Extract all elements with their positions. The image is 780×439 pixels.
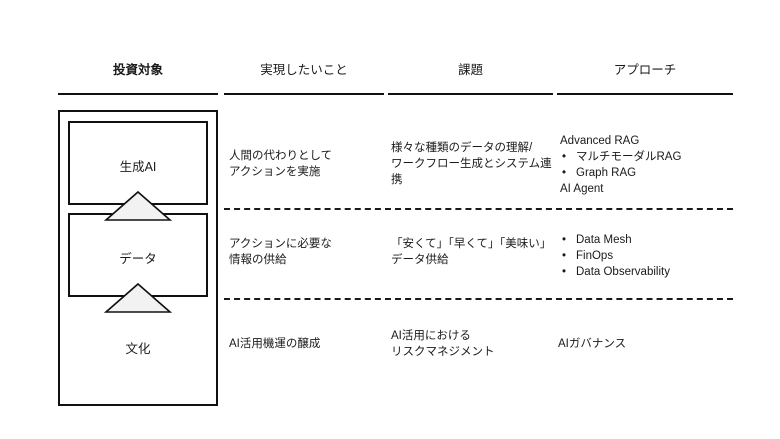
row-separator-2 — [224, 298, 733, 300]
row-separator-1 — [224, 208, 733, 210]
cell-bullet-line: FinOps — [560, 248, 740, 264]
cell-approach-row1: Advanced RAG マルチモーダルRAG Graph RAG AI Age… — [560, 133, 740, 197]
cell-approach-row3: AIガバナンス — [558, 336, 738, 352]
column-header-investment-target: 投資対象 — [112, 63, 163, 77]
cell-bullet-line: Data Mesh — [560, 232, 740, 248]
cell-goal-row3: AI活用機運の醸成 — [229, 336, 384, 352]
header-rule-col4 — [557, 93, 733, 95]
cell-goal-row2: アクションに必要な 情報の供給 — [229, 236, 384, 268]
column-header-issue: 課題 — [457, 63, 483, 77]
up-arrow-icon-data-to-generative-ai — [104, 190, 172, 221]
cell-line: 様々な種類のデータの理解/ — [391, 142, 533, 154]
cell-line: リスクマネジメント — [391, 346, 495, 358]
column-header-goal: 実現したいこと — [260, 63, 348, 77]
layer-label-data: データ — [119, 252, 157, 266]
cell-issue-row1: 様々な種類のデータの理解/ ワークフロー生成とシステム連 携 — [391, 140, 556, 188]
header-rule-col1 — [58, 93, 218, 95]
up-arrow-icon-culture-to-data — [104, 282, 172, 313]
cell-issue-row2: 「安くて」「早くて」「美味い」 データ供給 — [391, 236, 556, 268]
cell-approach-row2: Data Mesh FinOps Data Observability — [560, 232, 740, 280]
cell-line: AI活用における — [391, 330, 471, 342]
layer-label-culture: 文化 — [125, 342, 151, 356]
cell-bullet-line: Graph RAG — [560, 165, 740, 181]
cell-line: Advanced RAG — [560, 135, 640, 147]
cell-line: AI活用機運の醸成 — [229, 338, 321, 350]
cell-goal-row1: 人間の代わりとして アクションを実施 — [229, 148, 384, 180]
header-rule-col3 — [388, 93, 553, 95]
cell-line: データ供給 — [391, 254, 449, 266]
cell-issue-row3: AI活用における リスクマネジメント — [391, 328, 556, 360]
cell-line: 携 — [391, 174, 403, 186]
cell-line: ワークフロー生成とシステム連 — [391, 158, 552, 170]
cell-bullet-line: マルチモーダルRAG — [560, 149, 740, 165]
layer-label-generative-ai: 生成AI — [119, 160, 157, 174]
cell-line: アクションに必要な — [229, 238, 332, 250]
cell-line: AIガバナンス — [558, 338, 627, 350]
column-header-approach: アプローチ — [613, 63, 677, 77]
cell-bullet-line: Data Observability — [560, 264, 740, 280]
cell-line: AI Agent — [560, 183, 604, 195]
header-rule-col2 — [224, 93, 384, 95]
cell-line: 情報の供給 — [229, 254, 287, 266]
cell-line: アクションを実施 — [229, 166, 321, 178]
cell-line: 人間の代わりとして — [229, 150, 333, 162]
cell-line: 「安くて」「早くて」「美味い」 — [391, 238, 552, 250]
